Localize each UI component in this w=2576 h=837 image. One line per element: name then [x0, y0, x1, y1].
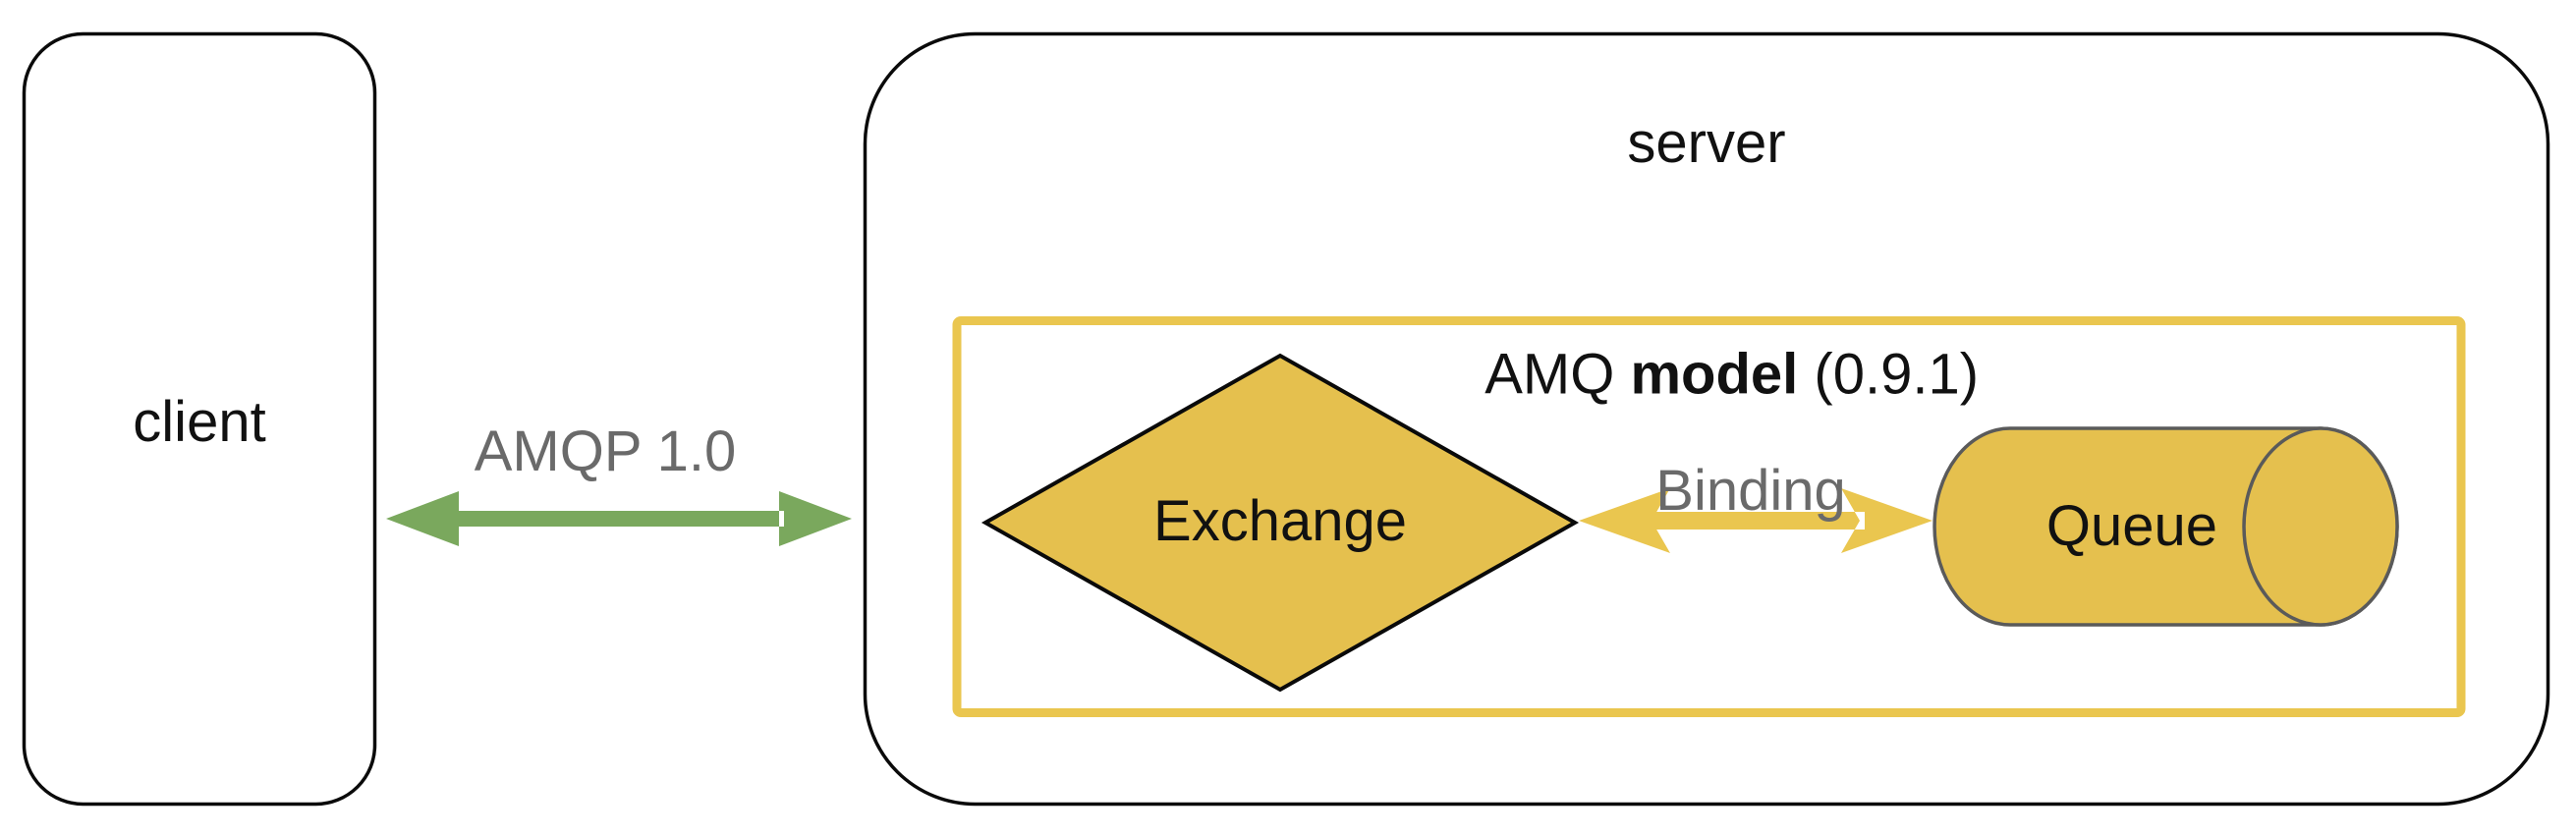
queue-cylinder-endcap [2242, 426, 2399, 627]
client-label: client [133, 390, 266, 455]
amq-model-label-prefix: AMQ [1484, 342, 1631, 407]
amqp-connection-arrow [386, 491, 852, 546]
exchange-diamond [980, 353, 1580, 693]
server-label: server [1627, 111, 1786, 176]
amq-model-label-bold: model [1630, 342, 1799, 407]
queue-label: Queue [2045, 494, 2218, 559]
binding-arrow [1579, 488, 1932, 553]
client-box [22, 31, 377, 807]
exchange-label: Exchange [1153, 489, 1407, 554]
amq-model-label-suffix: (0.9.1) [1798, 342, 1980, 407]
binding-label: Binding [1655, 459, 1846, 524]
amq-model-box [952, 316, 2466, 717]
amq-model-label: AMQ model (0.9.1) [1425, 280, 1979, 468]
amqp-connection-label: AMQP 1.0 [474, 419, 737, 484]
